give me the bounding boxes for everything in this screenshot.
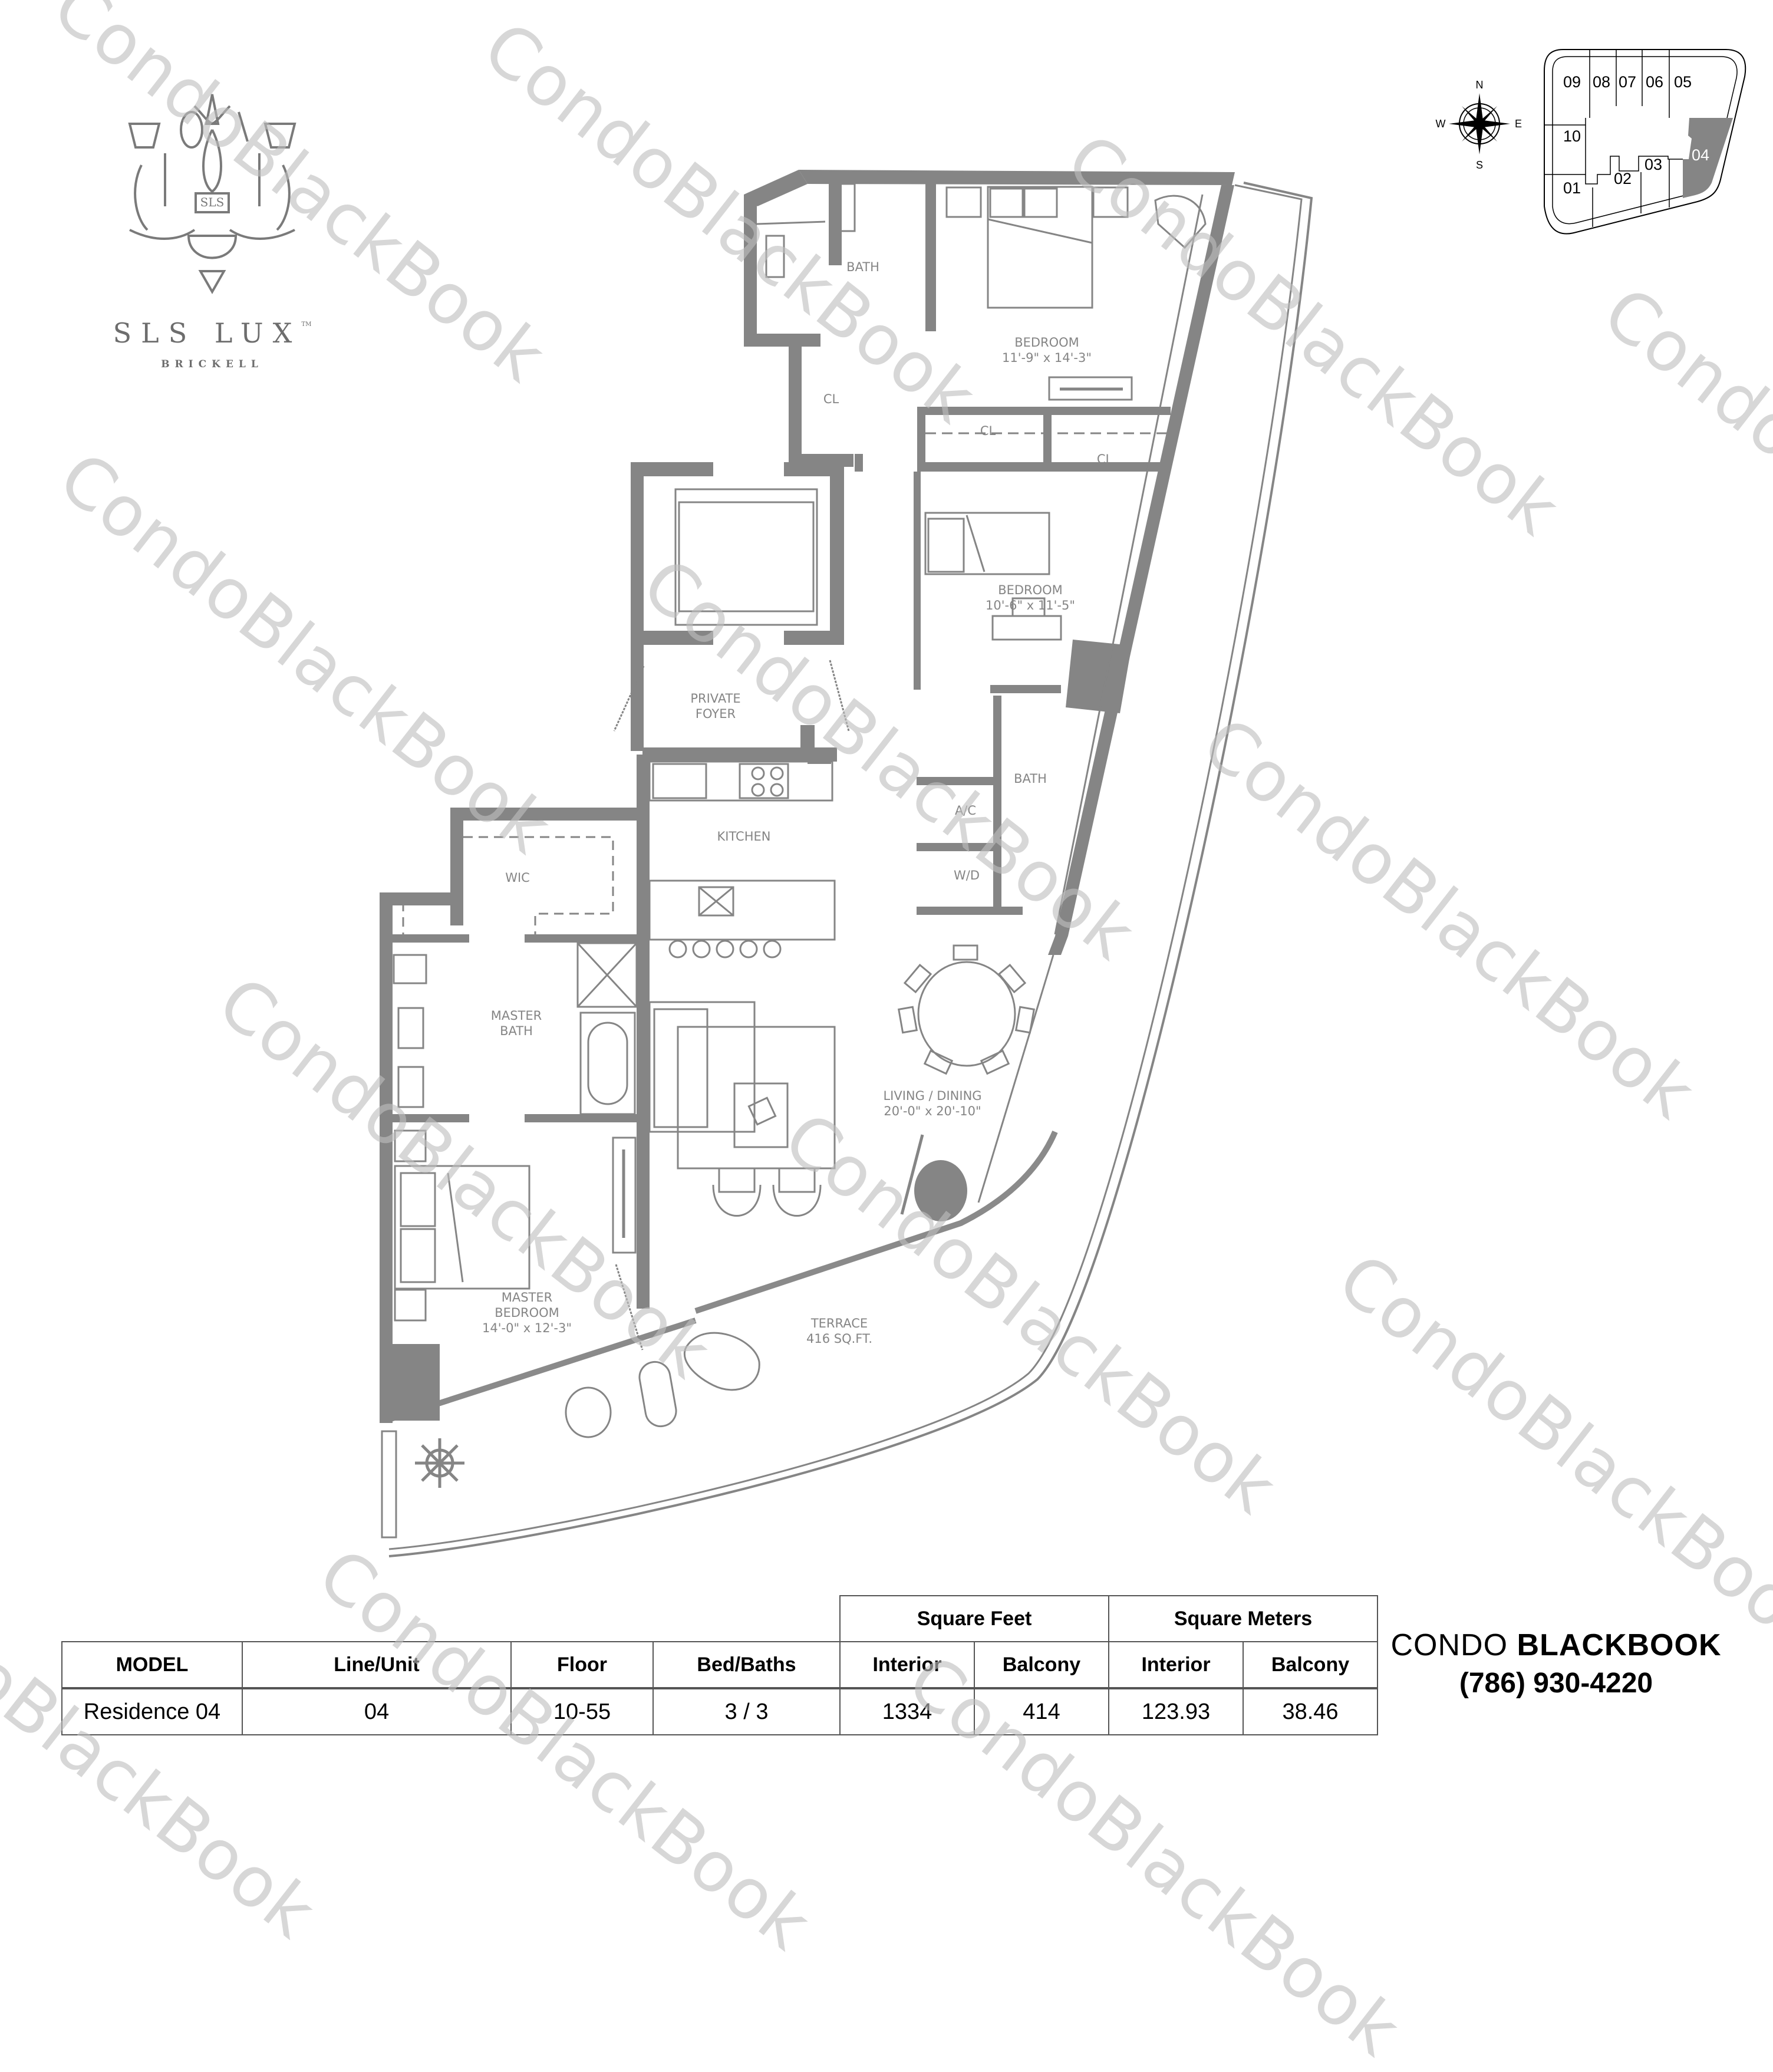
room-label-bath-east: BATH [1014, 772, 1047, 786]
svg-text:SLS: SLS [200, 195, 225, 209]
cell-line-unit: 04 [242, 1688, 512, 1735]
room-label-closet-2: CL [980, 424, 996, 438]
header-sqm-interior: Interior [1108, 1641, 1244, 1689]
keyplan-unit-04[interactable]: 04 [1692, 146, 1709, 164]
keyplan-unit-09[interactable]: 09 [1563, 73, 1581, 91]
room-label-bath-north: BATH [846, 260, 879, 274]
room-label-master-bedroom-1: MASTER [502, 1290, 553, 1305]
room-label-closet-3: CL [1097, 452, 1113, 466]
brand-location: BRICKELL [161, 358, 263, 370]
keyplan-unit-01[interactable]: 01 [1563, 179, 1581, 197]
sqm-group-header: Square Meters [1108, 1595, 1378, 1642]
cell-sqm-balcony: 38.46 [1243, 1688, 1378, 1735]
keyplan-unit-03[interactable]: 03 [1645, 156, 1662, 173]
cell-model: Residence 04 [61, 1688, 243, 1735]
room-label-master-bedroom-2: BEDROOM [495, 1306, 559, 1320]
room-label-foyer-1: PRIVATE [690, 691, 740, 706]
group-header-row: Square Feet Square Meters [62, 1595, 1378, 1642]
keyplan-unit-07[interactable]: 07 [1619, 73, 1636, 91]
keyplan-unit-02[interactable]: 02 [1614, 170, 1632, 187]
room-label-kitchen: KITCHEN [717, 829, 771, 844]
room-label-master-bath-2: BATH [500, 1024, 533, 1038]
compass-north: N [1476, 79, 1484, 91]
brand-name: SLS LUXTM [113, 317, 312, 349]
column-header-row: MODEL Line/Unit Floor Bed/Baths Interior… [61, 1641, 1378, 1689]
header-line-unit: Line/Unit [242, 1641, 512, 1689]
cell-sqm-interior: 123.93 [1108, 1688, 1244, 1735]
room-dims-bedroom-north: 11'-9" x 14'-3" [1002, 351, 1092, 365]
keyplan-unit-10[interactable]: 10 [1563, 127, 1581, 145]
compass-west: W [1436, 118, 1446, 130]
unit-04-highlight[interactable] [1683, 118, 1733, 198]
compass-rose-icon: N S W E [1436, 79, 1522, 171]
room-dims-bedroom-east: 10'-6" x 11'-5" [986, 598, 1075, 612]
chandelier-emblem-icon: SLS [128, 94, 296, 295]
keyplan-unit-05[interactable]: 05 [1674, 73, 1692, 91]
sls-lux-logo: SLS SLS LUXTM BRICKELL [83, 88, 342, 370]
room-label-bedroom-north: BEDROOM [1014, 335, 1079, 350]
cell-sqft-balcony: 414 [974, 1688, 1109, 1735]
room-dims-master-bedroom: 14'-0" x 12'-3" [482, 1321, 572, 1335]
room-label-closet-1: CL [823, 392, 839, 406]
header-sqm-balcony: Balcony [1243, 1641, 1378, 1689]
condo-blackbook-branding: CONDO BLACKBOOK (786) 930-4220 [1350, 1628, 1762, 1699]
floor-plan: BATH BEDROOM 11'-9" x 14'-3" CL CL CL BE… [380, 170, 1313, 1557]
header-sqft-interior: Interior [839, 1641, 975, 1689]
cell-bed-baths: 3 / 3 [652, 1688, 841, 1735]
header-sqft-balcony: Balcony [974, 1641, 1109, 1689]
header-floor: Floor [510, 1641, 654, 1689]
keyplan-unit-08[interactable]: 08 [1593, 73, 1610, 91]
room-label-ac: A/C [955, 803, 976, 818]
room-label-foyer-2: FOYER [696, 707, 736, 721]
phone-number-link[interactable]: (786) 930-4220 [1459, 1667, 1653, 1699]
unit-specs-table: Square Feet Square Meters MODEL Line/Uni… [61, 1595, 1378, 1735]
room-area-terrace: 416 SQ.FT. [806, 1332, 872, 1346]
table-row: Residence 04 04 10-55 3 / 3 1334 414 123… [61, 1688, 1378, 1735]
keyplan-unit-06[interactable]: 06 [1646, 73, 1663, 91]
compass-south: S [1476, 159, 1483, 171]
room-label-living: LIVING / DINING [883, 1089, 981, 1103]
header-model: MODEL [61, 1641, 243, 1689]
brand-wordmark: CONDO BLACKBOOK [1390, 1628, 1722, 1662]
cell-sqft-interior: 1334 [839, 1688, 975, 1735]
room-label-bedroom-east: BEDROOM [998, 583, 1063, 597]
ornament-icon [415, 1438, 464, 1488]
sqft-group-header: Square Feet [839, 1595, 1109, 1642]
unit-key-plan: N S W E 09 08 07 06 05 [1426, 35, 1768, 236]
header-bed-baths: Bed/Baths [652, 1641, 841, 1689]
cell-floor: 10-55 [510, 1688, 654, 1735]
room-label-terrace: TERRACE [810, 1316, 868, 1330]
room-dims-living: 20'-0" x 20'-10" [884, 1104, 981, 1118]
room-label-wd: W/D [954, 868, 980, 882]
room-label-wic: WIC [505, 871, 530, 885]
compass-east: E [1515, 118, 1522, 130]
plant-icon [914, 1160, 967, 1221]
room-label-master-bath-1: MASTER [491, 1009, 542, 1023]
